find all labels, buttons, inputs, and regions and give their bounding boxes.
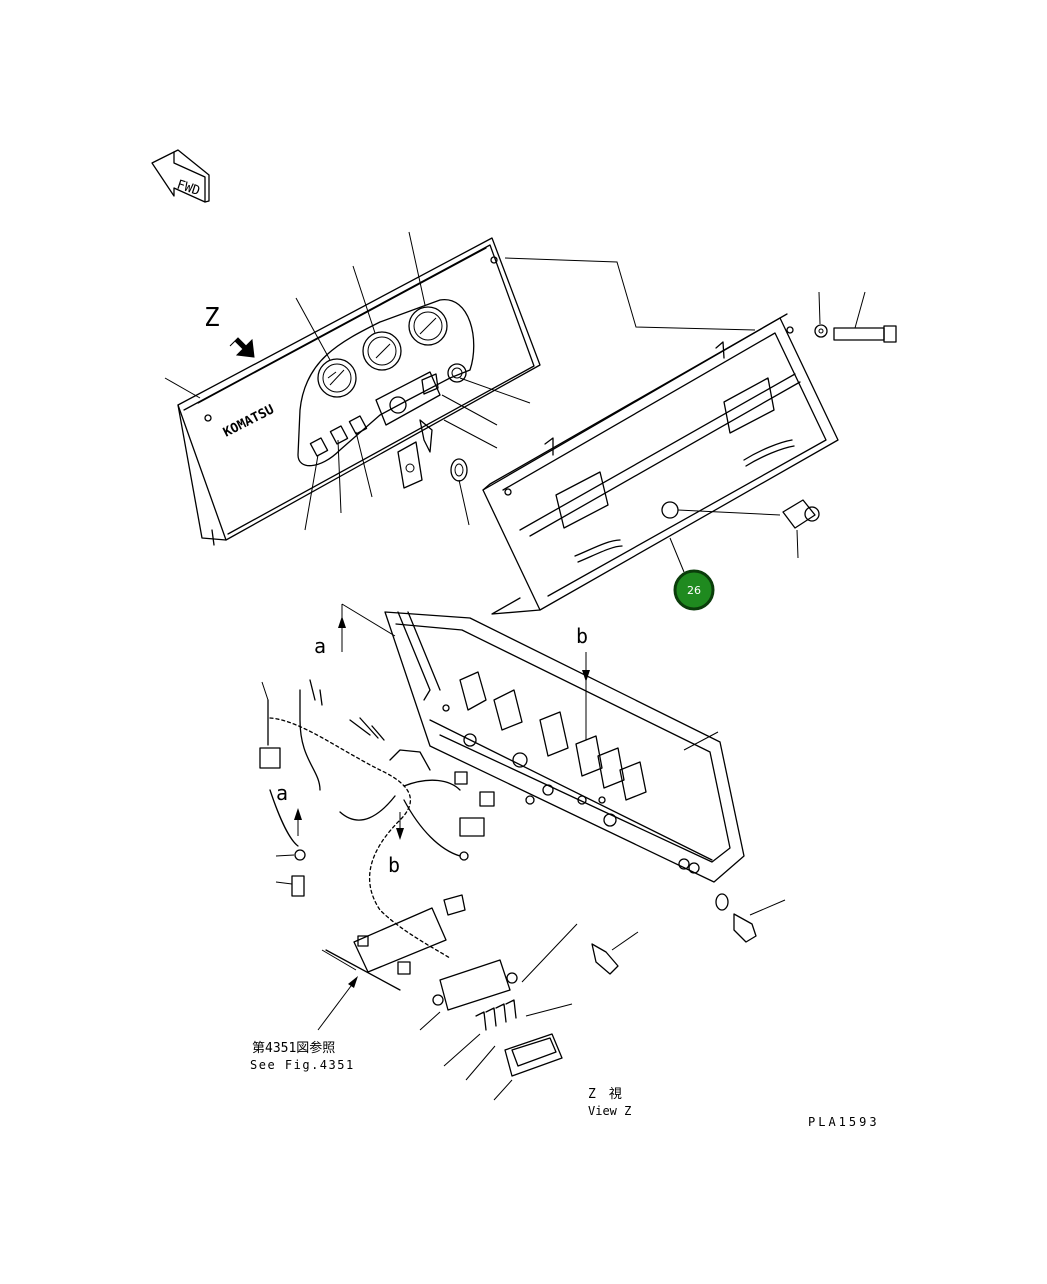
- fwd-label: FWD: [175, 178, 202, 200]
- view-z-marker: Z: [204, 303, 220, 333]
- arrow-label-a-upper: a: [314, 634, 326, 658]
- view-arrows: a b a b: [276, 603, 590, 877]
- fwd-direction-badge: FWD: [151, 149, 210, 203]
- panel-logo: KOMATSU: [221, 402, 277, 440]
- arrow-label-a-lower: a: [276, 781, 288, 805]
- see-figure-jp: 第4351図参照: [252, 1040, 335, 1056]
- view-caption-jp: Z 視: [588, 1087, 622, 1102]
- instrument-panel-front: KOMATSU: [164, 231, 541, 546]
- wiring-harness: [259, 679, 639, 1101]
- view-z-arrow-icon: [229, 337, 255, 358]
- drawing-code: PLA1593: [808, 1115, 880, 1129]
- callout-number: 26: [687, 584, 701, 597]
- instrument-panel-rear: [384, 611, 786, 943]
- view-caption-en: View Z: [588, 1104, 631, 1118]
- arrow-label-b-lower: b: [388, 853, 400, 877]
- arrow-label-b-upper: b: [576, 624, 588, 648]
- see-figure-reference: 第4351図参照 See Fig.4351: [250, 949, 358, 1072]
- view-caption: Z 視 View Z: [588, 1087, 631, 1118]
- see-figure-en: See Fig.4351: [250, 1058, 355, 1072]
- rear-cover-panel: [482, 257, 897, 615]
- callout-26[interactable]: 26: [673, 569, 715, 611]
